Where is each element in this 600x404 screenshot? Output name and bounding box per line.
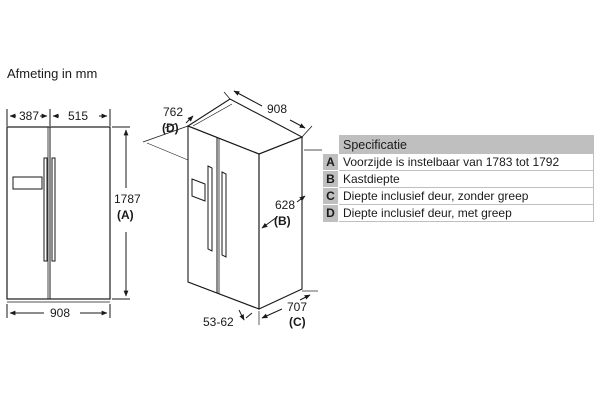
- spec-key: D: [323, 204, 339, 222]
- front-height: 1787: [114, 192, 141, 206]
- table-row: A Voorzijde is instelbaar van 1783 tot 1…: [323, 153, 594, 171]
- front-view: [6, 109, 130, 318]
- iso-bottom-depth-ref: (C): [289, 315, 306, 329]
- spec-text: Voorzijde is instelbaar van 1783 tot 179…: [338, 153, 594, 171]
- spec-header-spacer: [323, 135, 339, 154]
- spec-key: A: [323, 153, 339, 171]
- table-row: B Kastdiepte: [323, 170, 594, 188]
- iso-view: [142, 90, 322, 325]
- iso-side-depth-ref: (B): [274, 214, 291, 228]
- iso-side-depth: 628: [275, 198, 295, 212]
- spec-table-header-row: Specificatie: [323, 135, 594, 154]
- front-width-left: 387: [19, 109, 39, 123]
- spec-key: B: [323, 170, 339, 188]
- iso-top-width: 908: [267, 102, 287, 116]
- spec-table-header: Specificatie: [338, 135, 594, 154]
- front-total-width: 908: [50, 306, 70, 320]
- front-width-right: 515: [68, 109, 88, 123]
- front-height-ref: (A): [117, 208, 134, 222]
- table-row: D Diepte inclusief deur, met greep: [323, 204, 594, 222]
- iso-depth-door-ref: (D): [162, 121, 179, 135]
- spec-text: Kastdiepte: [338, 170, 594, 188]
- iso-bottom-depth: 707: [287, 300, 307, 314]
- spec-table: Specificatie A Voorzijde is instelbaar v…: [323, 135, 594, 222]
- iso-gap: 53-62: [203, 315, 234, 329]
- spec-text: Diepte inclusief deur, zonder greep: [338, 187, 594, 205]
- table-row: C Diepte inclusief deur, zonder greep: [323, 187, 594, 205]
- spec-text: Diepte inclusief deur, met greep: [338, 204, 594, 222]
- spec-key: C: [323, 187, 339, 205]
- iso-depth-door: 762: [163, 105, 183, 119]
- page-title: Afmeting in mm: [7, 66, 98, 81]
